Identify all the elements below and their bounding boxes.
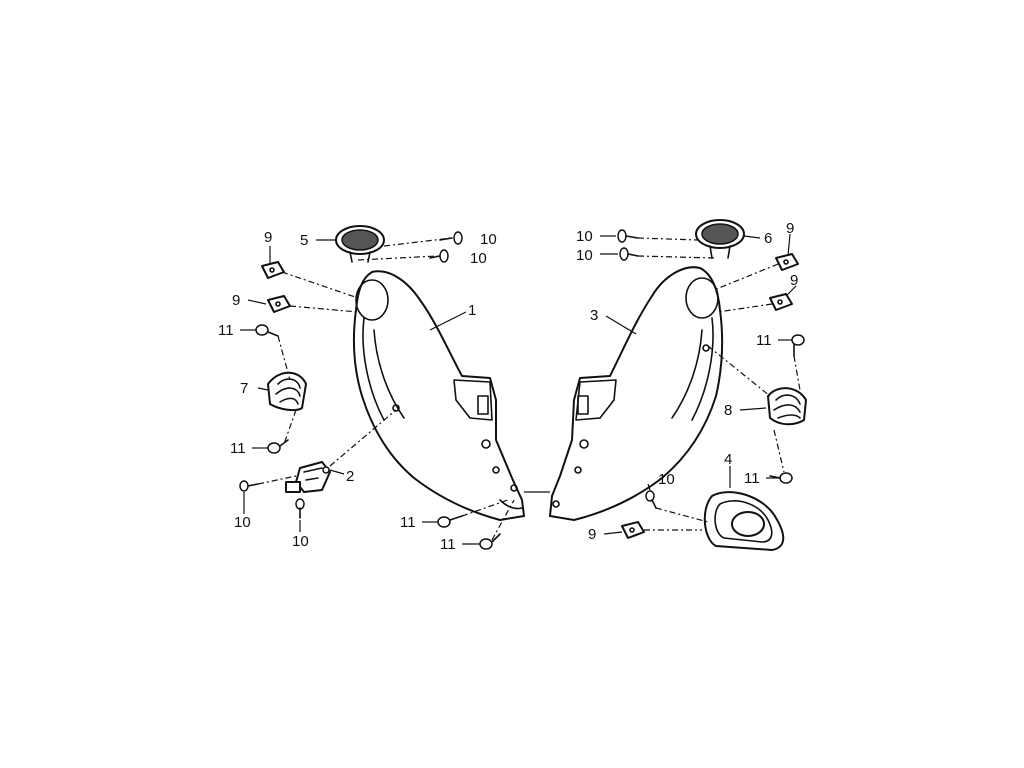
speaker-grille-right — [695, 219, 745, 259]
callout-10g: 10 — [658, 471, 675, 488]
callout-2: 2 — [346, 468, 354, 485]
callout-11a: 11 — [218, 322, 234, 339]
callout-11c: 11 — [400, 514, 416, 531]
left-side-cover — [353, 270, 525, 521]
callout-10b: 10 — [470, 250, 487, 267]
callout-10d: 10 — [576, 247, 593, 264]
callout-11b: 11 — [230, 440, 246, 457]
callout-9e: 9 — [588, 526, 596, 543]
clip-nut-9d — [769, 293, 793, 311]
callout-1: 1 — [468, 302, 476, 319]
latch-assembly — [285, 461, 331, 493]
callout-9c: 9 — [786, 220, 794, 237]
callout-10c: 10 — [576, 228, 593, 245]
callout-9d: 9 — [790, 272, 798, 289]
callout-4: 4 — [724, 451, 732, 468]
callout-7: 7 — [240, 380, 248, 397]
callout-9b: 9 — [232, 292, 240, 309]
callout-10f: 10 — [292, 533, 309, 550]
callout-11d: 11 — [440, 536, 456, 553]
callout-8: 8 — [724, 402, 732, 419]
leader-lines — [240, 233, 797, 545]
clip-nut-9a — [261, 261, 285, 279]
clip-nut-9b — [267, 295, 291, 313]
bezel-panel — [703, 491, 785, 551]
side-scoop-right — [767, 387, 807, 426]
assembly-lines — [257, 237, 801, 541]
callout-3: 3 — [590, 307, 598, 324]
callout-5: 5 — [300, 232, 308, 249]
side-scoop-left — [267, 371, 307, 412]
callout-11f: 11 — [744, 470, 760, 487]
callout-6: 6 — [764, 230, 772, 247]
callout-9a: 9 — [264, 229, 272, 246]
right-side-cover — [549, 266, 724, 521]
callout-10e: 10 — [234, 514, 251, 531]
speaker-grille-left — [335, 225, 385, 263]
callout-10a: 10 — [480, 231, 497, 248]
callout-11e: 11 — [756, 332, 772, 349]
clip-nut-9c — [775, 253, 799, 271]
clip-nut-9e — [621, 521, 645, 539]
callout-labels: 1 2 3 4 5 6 7 8 9 9 9 9 9 10 10 10 10 10… — [218, 220, 798, 553]
